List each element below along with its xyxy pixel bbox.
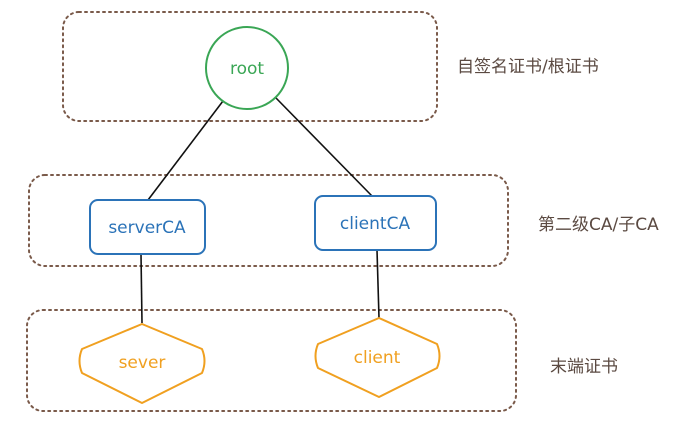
edge-clientca-client: [376, 249, 380, 319]
tier-label-ca: 第二级CA/子CA: [538, 215, 659, 235]
node-serverca-shape: [89, 199, 206, 255]
tier-label-root: 自签名证书/根证书: [457, 57, 599, 77]
node-clientca-shape: [314, 195, 437, 251]
node-client-label: client: [354, 348, 401, 368]
node-root-shape: [205, 26, 289, 110]
edge-serverca-sever: [140, 253, 143, 324]
node-serverca-label: serverCA: [108, 218, 186, 238]
node-clientca-label: clientCA: [340, 214, 411, 234]
node-client-shape: [314, 317, 441, 398]
edge-root-clientca: [275, 97, 373, 197]
tier-box-ca: [28, 174, 509, 267]
tier-label-leaf: 末端证书: [550, 357, 618, 377]
edge-root-servercA: [147, 100, 224, 201]
node-sever-label: sever: [119, 353, 166, 373]
tier-box-root: [62, 11, 438, 122]
node-sever-shape: [78, 323, 206, 404]
node-root-label: root: [230, 59, 264, 79]
tier-box-leaf: [26, 309, 517, 412]
